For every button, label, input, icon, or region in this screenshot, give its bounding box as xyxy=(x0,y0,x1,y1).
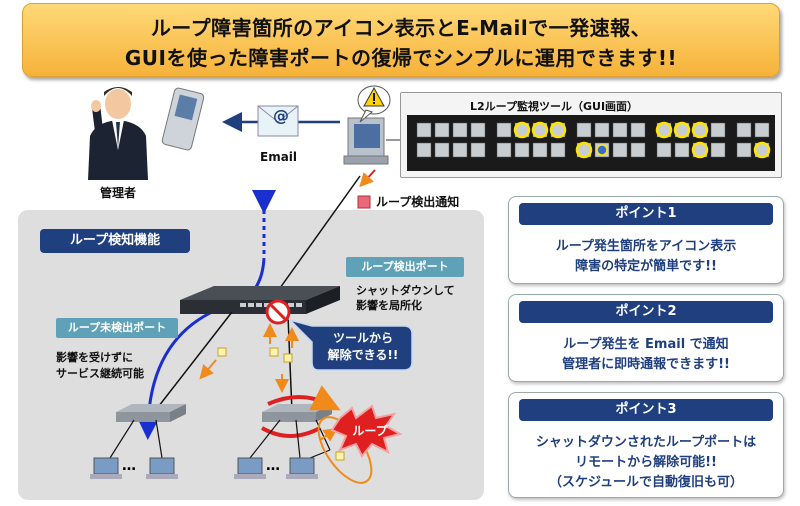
ellipsis-left: … xyxy=(122,458,136,474)
point-card-3: ポイント3 シャットダウンされたループポートは リモートから解除可能!! （スケ… xyxy=(508,392,784,498)
undetected-port-tag: ループ未検出ポート xyxy=(56,318,178,338)
loop-burst-label: ループ xyxy=(352,424,388,438)
point-3-line-3: （スケジュールで自動復旧も可） xyxy=(548,475,744,490)
warning-bubble-icon xyxy=(357,85,391,123)
shutdown-line-2: 影響を局所化 xyxy=(356,299,422,312)
callout-line-1: ツールから xyxy=(332,331,393,345)
unaffected-line-1: 影響を受けずに xyxy=(56,351,133,364)
function-title: ループ検知機能 xyxy=(40,229,190,253)
callout-text: ツールから 解除できる!! xyxy=(316,330,410,364)
administrator-figure xyxy=(88,87,148,180)
callout-bubble xyxy=(287,318,413,371)
client-pc-icon xyxy=(90,457,122,479)
edge-switch-left-icon xyxy=(116,404,186,422)
ellipsis-right: … xyxy=(266,458,280,474)
headline-line-2: GUIを使った障害ポートの復帰でシンプルに運用できます!! xyxy=(124,46,678,70)
gui-port-panel xyxy=(407,115,775,171)
point-3-line-2: リモートから解除可能!! xyxy=(575,455,717,470)
point-card-2: ポイント2 ループ発生を Email で通知 管理者に即時通報できます!! xyxy=(508,294,784,382)
callout-line-2: 解除できる!! xyxy=(327,348,399,362)
shutdown-block-icon xyxy=(265,299,291,325)
admin-label: 管理者 xyxy=(100,186,137,200)
point-1-line-2: 障害の特定が簡単です!! xyxy=(575,259,717,274)
mobile-phone-icon xyxy=(161,87,205,151)
email-envelope-icon xyxy=(257,105,299,137)
client-pc-icon xyxy=(234,457,266,479)
loop-notice-label: ループ検出通知 xyxy=(376,195,460,209)
email-label: Email xyxy=(260,150,298,164)
client-pc-icon xyxy=(146,457,178,479)
point-1-line-1: ループ発生箇所をアイコン表示 xyxy=(555,239,737,254)
point-2-line-1: ループ発生を Email で通知 xyxy=(563,337,729,352)
detected-port-tag: ループ検出ポート xyxy=(346,257,464,277)
unaffected-line-2: サービス継続可能 xyxy=(56,367,144,380)
email-at-sign: @ xyxy=(273,106,289,125)
shutdown-line-1: シャットダウンして xyxy=(356,284,455,297)
monitoring-pc-icon xyxy=(343,117,389,165)
point-2-line-2: 管理者に即時通報できます!! xyxy=(562,357,730,372)
gui-title: L2ループ監視ツール（GUI画面） xyxy=(470,100,639,113)
notification-packet-icon xyxy=(357,195,371,209)
gui-screenshot xyxy=(400,92,782,178)
point-card-1: ポイント1 ループ発生箇所をアイコン表示 障害の特定が簡単です!! xyxy=(508,196,784,284)
client-pc-icon xyxy=(286,457,318,479)
point-1-title: ポイント1 xyxy=(519,203,773,225)
core-switch-icon xyxy=(180,286,340,314)
headline-line-1: ループ障害箇所のアイコン表示とE-Mailで一発速報、 xyxy=(150,16,652,40)
point-3-title: ポイント3 xyxy=(519,399,773,421)
loop-burst-icon xyxy=(330,404,403,458)
headline-banner: ループ障害箇所のアイコン表示とE-Mailで一発速報、 GUIを使った障害ポート… xyxy=(22,3,780,77)
point-3-line-1: シャットダウンされたループポートは xyxy=(535,435,757,450)
point-2-title: ポイント2 xyxy=(519,301,773,323)
